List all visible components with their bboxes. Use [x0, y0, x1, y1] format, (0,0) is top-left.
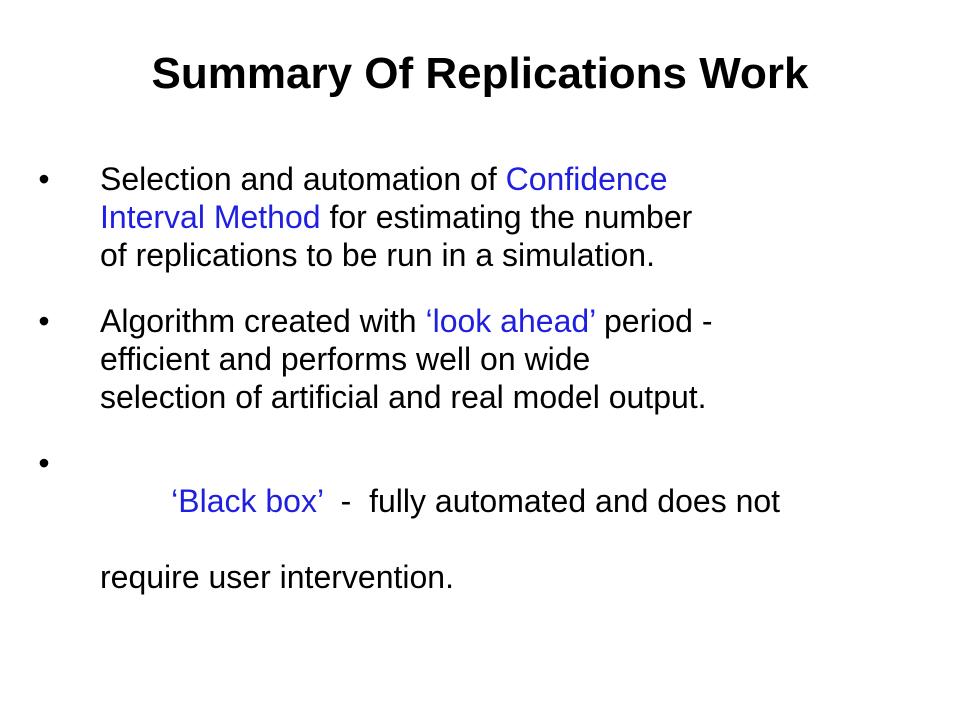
bullet-dot-icon: • — [38, 161, 50, 197]
bullet-line: require user intervention. — [100, 558, 940, 596]
highlighted-text: ‘Black box’ — [171, 483, 323, 519]
bullet-line: selection of artificial and real model o… — [100, 378, 940, 416]
text-run: efficient and performs well on wide — [100, 341, 591, 377]
bullet-item-confidence-interval: • Selection and automation of Confidence… — [0, 160, 940, 274]
text-run: Selection and automation of — [100, 161, 506, 197]
text-run: period - — [595, 303, 713, 339]
bullet-list: • Selection and automation of Confidence… — [0, 160, 960, 624]
text-run: Algorithm created with — [100, 303, 426, 339]
slide-title: Summary Of Replications Work — [151, 49, 809, 98]
highlighted-text: Confidence — [505, 161, 668, 197]
text-run: - fully automated and does not — [322, 483, 781, 519]
text-run: require user intervention. — [100, 559, 454, 595]
bullet-dot-icon: • — [38, 303, 50, 339]
bullet-line: of replications to be run in a simulatio… — [100, 236, 940, 274]
text-run: for estimating the number — [320, 199, 693, 235]
bullet-item-algorithm: • Algorithm created with ‘look ahead’ pe… — [0, 302, 940, 416]
bullet-line: Algorithm created with ‘look ahead’ peri… — [100, 302, 940, 340]
bullet-item-black-box: • ‘Black box’ - fully automated and does… — [0, 444, 940, 596]
bullet-line: ‘Black box’ - fully automated and does n… — [100, 444, 940, 558]
highlighted-text: Interval Method — [100, 199, 321, 235]
text-run: of replications to be run in a simulatio… — [100, 237, 655, 273]
bullet-line: Selection and automation of Confidence — [100, 160, 940, 198]
bullet-line: efficient and performs well on wide — [100, 340, 940, 378]
bullet-line: Interval Method for estimating the numbe… — [100, 198, 940, 236]
text-run: selection of artificial and real model o… — [100, 379, 707, 415]
highlighted-text: ‘look ahead’ — [425, 303, 596, 339]
bullet-dot-icon: • — [38, 445, 50, 481]
